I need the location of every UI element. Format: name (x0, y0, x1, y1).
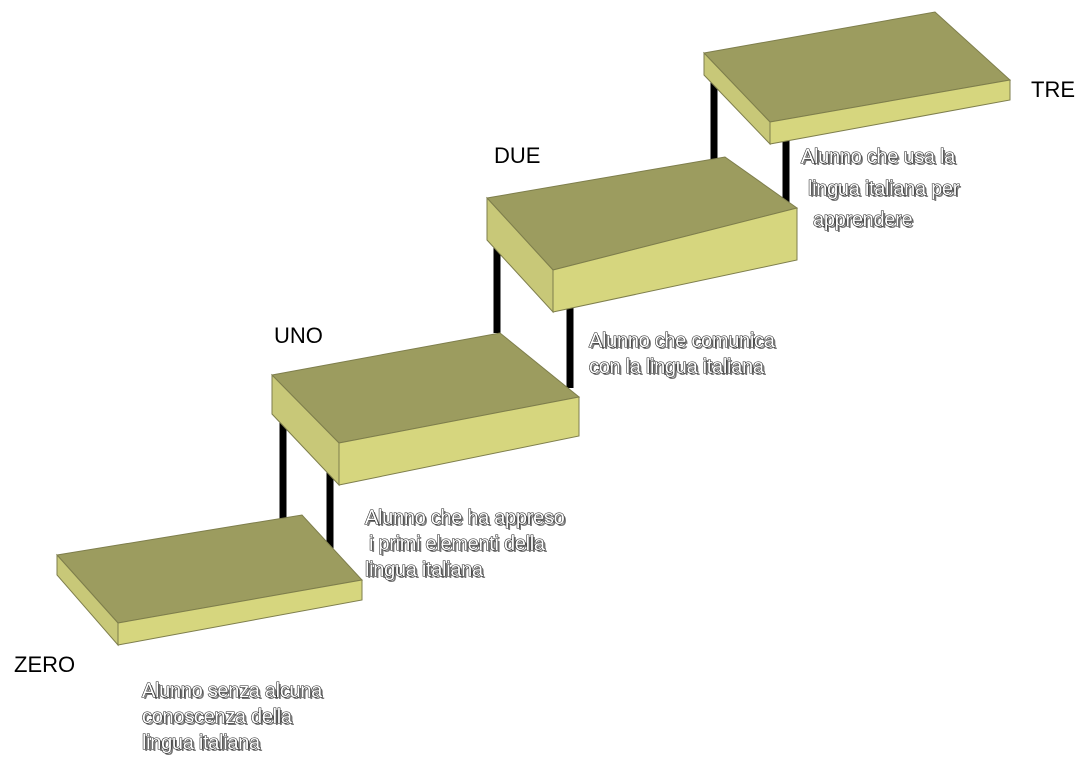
platform-tre (702, 11, 1012, 146)
description-tre-line-3: apprendere (813, 209, 912, 231)
svg-text:lingua italiana per: lingua italiana per (810, 180, 962, 202)
level-label-due: DUE (494, 143, 540, 168)
platform-uno (270, 332, 581, 487)
svg-text:Alunno che ha appreso: Alunno che ha appreso (367, 509, 567, 531)
description-due: Alunno che comunica con la lingua italia… (588, 329, 778, 380)
description-tre-line-2: lingua italiana per (808, 178, 960, 200)
description-due-line-2: con la lingua italiana (589, 356, 765, 378)
platform-due-side (486, 196, 554, 314)
description-zero-line-3: lingua italiana (142, 732, 261, 754)
description-zero-line-1: Alunno senza alcuna (142, 680, 323, 702)
svg-text:conoscenza della: conoscenza della (144, 708, 295, 730)
level-label-zero: ZERO (14, 652, 75, 677)
description-uno-line-1: Alunno che ha appreso (365, 507, 565, 529)
svg-text:Alunno senza alcuna: Alunno senza alcuna (144, 682, 325, 704)
description-zero-line-2: conoscenza della (142, 706, 293, 728)
platform-uno-side (271, 373, 340, 487)
svg-text:lingua italiana: lingua italiana (144, 734, 263, 756)
svg-text:apprendere: apprendere (815, 211, 914, 233)
svg-text:lingua italiana: lingua italiana (367, 561, 486, 583)
svg-text:Alunno che comunica: Alunno che comunica (591, 332, 778, 354)
description-tre-line-1: Alunno che usa la (801, 146, 956, 168)
description-uno-line-3: lingua italiana (365, 559, 484, 581)
description-zero: Alunno senza alcuna conoscenza della lin… (141, 679, 325, 756)
svg-text:con la lingua italiana: con la lingua italiana (591, 358, 767, 380)
platform-zero-side (56, 553, 119, 647)
platform-zero (56, 514, 363, 647)
description-uno: Alunno che ha appreso i primi elementi d… (364, 506, 567, 583)
svg-text:i primi elementi della: i primi elementi della (371, 535, 548, 557)
description-tre: Alunno che usa la lingua italiana per ap… (800, 145, 962, 233)
platform-tre-side (703, 51, 771, 146)
svg-text:Alunno che usa la: Alunno che usa la (803, 148, 958, 170)
level-label-tre: TRE (1031, 77, 1075, 102)
platform-due (486, 156, 799, 314)
description-due-line-1: Alunno che comunica (589, 330, 776, 352)
description-uno-line-2: i primi elementi della (369, 533, 546, 555)
level-label-uno: UNO (274, 323, 323, 348)
